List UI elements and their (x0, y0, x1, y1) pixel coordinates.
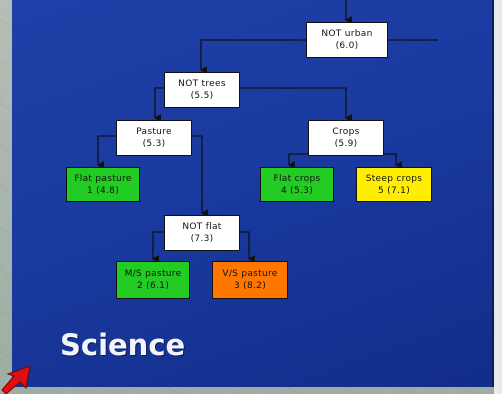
node-value: (5.3) (142, 139, 166, 149)
edge-crops-steep-crops (384, 153, 402, 169)
edge-crops-flat-crops (288, 153, 308, 169)
node-label: NOT urban (321, 29, 373, 39)
node-label: NOT trees (178, 79, 226, 89)
node-value: 2 (6.1) (136, 281, 170, 291)
node-label: Flat pasture (74, 173, 132, 184)
node-label: Flat crops (273, 173, 321, 184)
node-value: 3 (8.2) (233, 281, 267, 291)
node-value: (6.0) (335, 41, 359, 51)
node-not-urban: NOT urban (6.0) (306, 22, 388, 58)
node-label: NOT flat (182, 222, 222, 232)
node-crops: Crops (5.9) (308, 120, 384, 156)
edge-not-flat-ms (152, 231, 164, 263)
node-pasture: Pasture (5.3) (116, 120, 192, 156)
node-value: 5 (7.1) (377, 185, 411, 196)
edge-not-urban-not-trees (200, 39, 306, 74)
node-flat-pasture: Flat pasture 1 (4.8) (66, 167, 140, 202)
node-vs-pasture: V/S pasture 3 (8.2) (212, 261, 288, 299)
node-value: (7.3) (190, 234, 214, 244)
node-label: V/S pasture (222, 269, 278, 279)
node-not-trees: NOT trees (5.5) (164, 72, 240, 108)
edge-not-trees-crops (240, 87, 352, 122)
node-label: Pasture (136, 127, 172, 137)
edge-pasture-not-flat (192, 135, 208, 217)
node-value: (5.5) (190, 91, 214, 101)
edge-pasture-flat-pasture (97, 135, 116, 169)
node-value: 1 (4.8) (86, 185, 120, 196)
edge-not-flat-vs (240, 231, 255, 263)
node-value: 4 (5.3) (280, 185, 314, 196)
node-steep-crops: Steep crops 5 (7.1) (356, 167, 432, 202)
node-not-flat: NOT flat (7.3) (164, 215, 240, 251)
edge-not-trees-pasture (154, 87, 164, 122)
node-flat-crops: Flat crops 4 (5.3) (260, 167, 334, 202)
node-ms-pasture: M/S pasture 2 (6.1) (116, 261, 190, 299)
node-value: (5.9) (334, 139, 358, 149)
window-edge (494, 0, 502, 394)
node-label: Steep crops (365, 173, 423, 184)
node-label: M/S pasture (124, 269, 182, 279)
arrow-pointer-icon (1, 365, 31, 394)
slide-title: Science (60, 328, 186, 362)
node-label: Crops (332, 127, 360, 137)
